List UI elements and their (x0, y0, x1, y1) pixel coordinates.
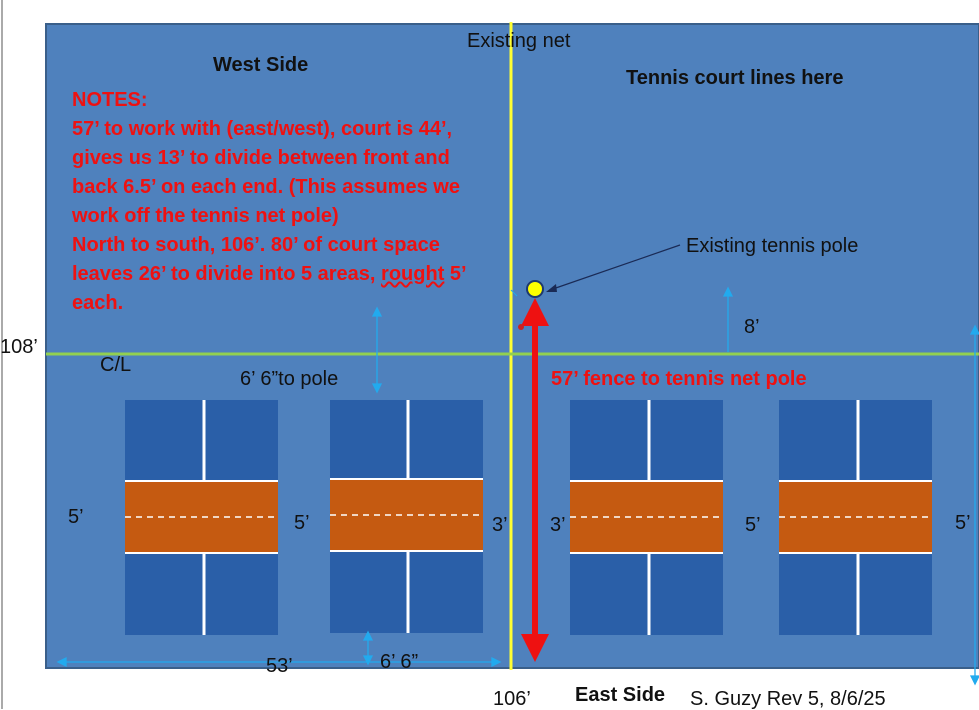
gap-5-right-label: 5’ (955, 512, 971, 534)
revision-label: S. Guzy Rev 5, 8/6/25 (690, 688, 886, 710)
dim-108-label: 108’ (0, 336, 38, 358)
existing-pole-label: Existing tennis pole (686, 235, 859, 257)
notes-line-1: 57’ to work with (east/west), court is 4… (72, 118, 460, 227)
dim-53 (56, 656, 502, 668)
dim-6-6-bottom-label: 6’ 6” (380, 651, 419, 673)
small-dim-tick (510, 289, 518, 297)
gap-3-b-label: 3’ (550, 514, 566, 536)
existing-net-label: Existing net (467, 30, 571, 52)
pole-pointer-arrow (546, 244, 681, 292)
notes-line-2-b: 5’ each. (72, 263, 466, 314)
dim-6-6-to-pole (371, 306, 383, 394)
dim-right-edge (969, 324, 979, 686)
fence-to-pole-arrow (521, 298, 549, 662)
gap-3-a-label: 3’ (492, 514, 508, 536)
tennis-lines-label: Tennis court lines here (626, 67, 844, 89)
gap-5-a-label: 5’ (294, 512, 310, 534)
fence-to-pole-label: 57’ fence to tennis net pole (551, 368, 807, 390)
pickleball-court-2 (330, 400, 483, 633)
dim-8 (722, 286, 734, 352)
notes-line-2: North to south, 106’. 80’ of court space… (72, 231, 492, 318)
notes-block: NOTES: 57’ to work with (east/west), cou… (72, 86, 492, 318)
notes-title: NOTES: (72, 89, 148, 111)
dim-8-label: 8’ (744, 316, 760, 338)
small-red-mark (518, 324, 524, 330)
gap-5-left-label: 5’ (68, 506, 84, 528)
dim-6-6-bottom (362, 630, 374, 666)
east-side-label: East Side (575, 684, 666, 706)
pickleball-court-1 (125, 400, 278, 635)
west-side-label: West Side (213, 54, 309, 76)
notes-line-2-a: North to south, 106’. 80’ of court space… (72, 234, 440, 285)
dim-53-label: 53’ (266, 655, 293, 677)
centerline-label: C/L (100, 354, 132, 376)
pickleball-court-3 (570, 400, 723, 635)
notes-misspelled-word: rought (381, 263, 445, 285)
pickleball-court-4 (779, 400, 932, 635)
tennis-pole-marker (526, 280, 544, 298)
gap-5-b-label: 5’ (745, 514, 761, 536)
to-pole-label: 6’ 6”to pole (240, 368, 339, 390)
dim-106-label: 106’ (493, 688, 531, 710)
